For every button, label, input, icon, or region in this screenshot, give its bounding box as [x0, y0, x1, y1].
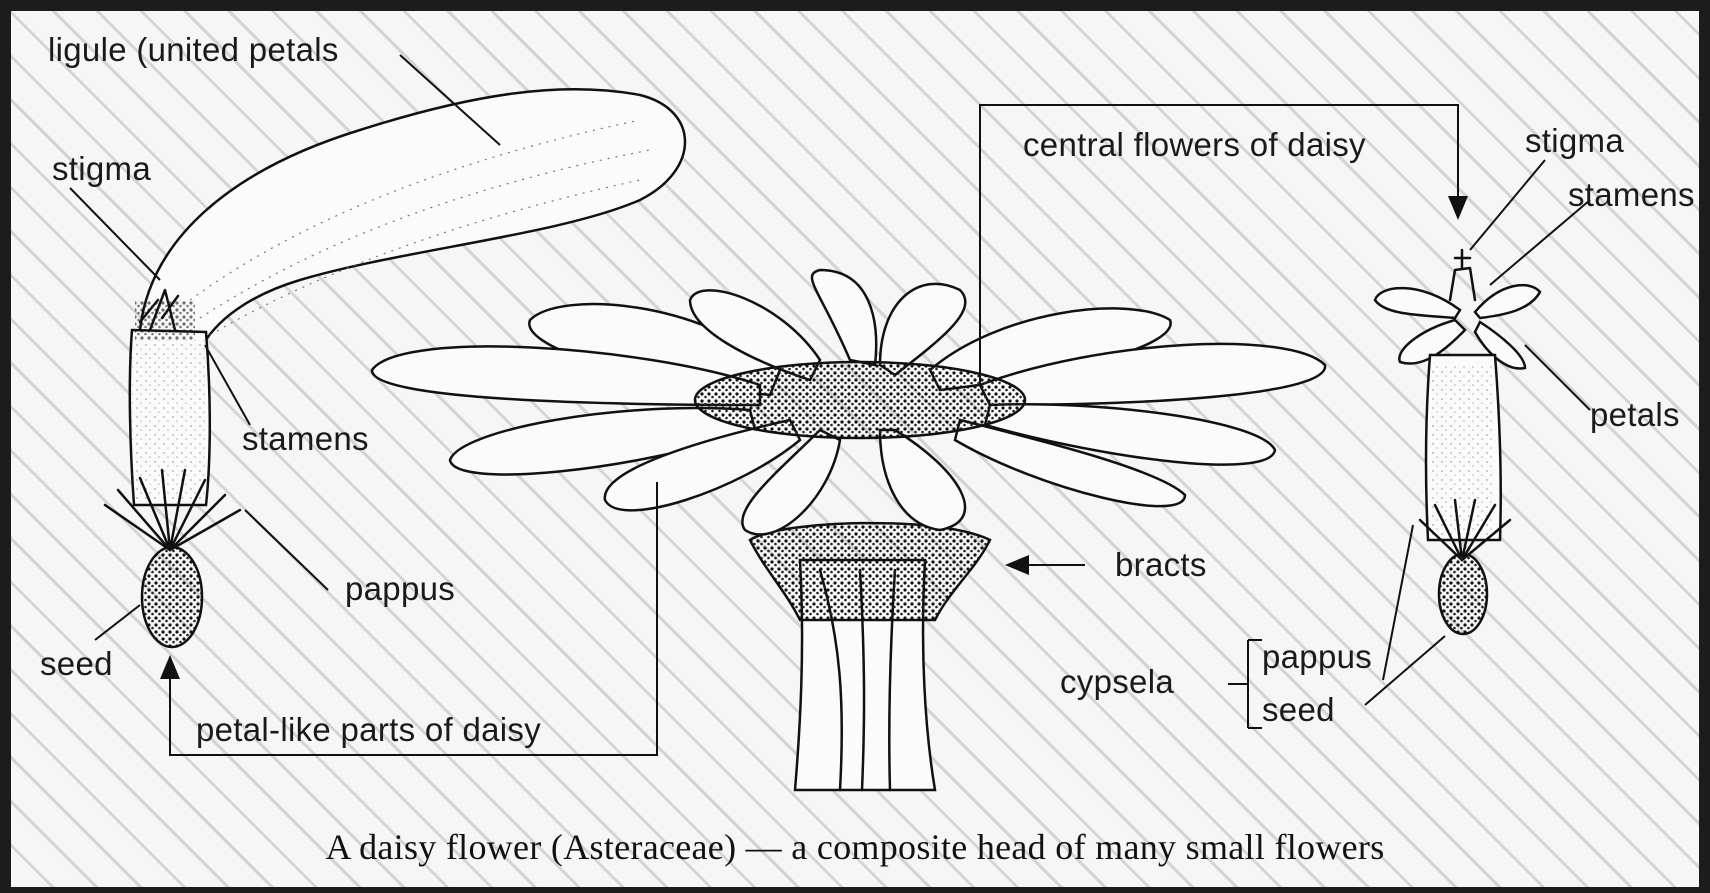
label-petals-right: petals: [1590, 398, 1680, 431]
central-disc: [695, 362, 1025, 438]
label-cypsela: cypsela: [1060, 665, 1174, 698]
diagram-caption: A daisy flower (Asteraceae) — a composit…: [0, 826, 1710, 868]
label-seed-left: seed: [40, 647, 113, 680]
label-seed-right: seed: [1262, 693, 1335, 726]
label-pappus-right: pappus: [1262, 640, 1372, 673]
label-petal-like-parts: petal-like parts of daisy: [196, 713, 541, 746]
label-stigma-left: stigma: [52, 152, 151, 185]
label-pappus-left: pappus: [345, 572, 455, 605]
label-central-flowers: central flowers of daisy: [1023, 128, 1366, 161]
label-stamens-left: stamens: [242, 422, 369, 455]
label-ligule: ligule (united petals: [48, 33, 339, 66]
label-stigma-right: stigma: [1525, 124, 1624, 157]
seed-right: [1439, 554, 1487, 634]
seed-left: [142, 547, 202, 647]
disc-floret-illustration: [1375, 250, 1540, 634]
label-bracts: bracts: [1115, 548, 1207, 581]
bracts: [750, 523, 990, 620]
label-stamens-right: stamens: [1568, 178, 1695, 211]
